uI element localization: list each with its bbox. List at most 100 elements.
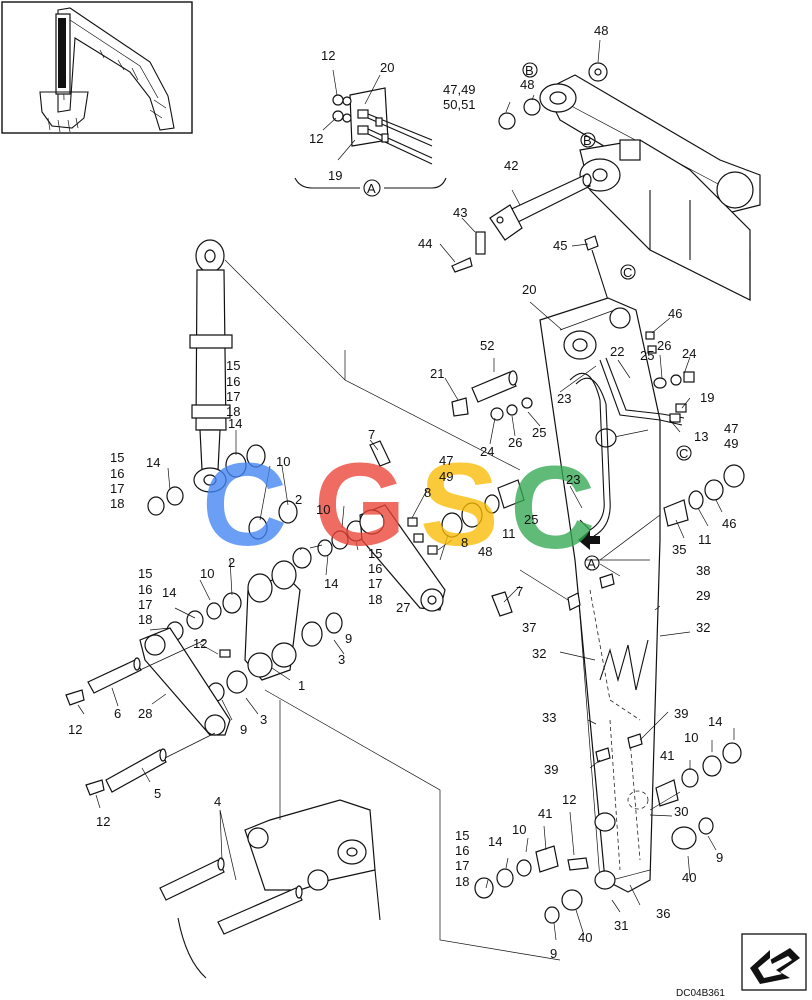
callout-46: 46 — [668, 306, 682, 321]
callout-52: 52 — [480, 338, 494, 353]
detail-marker-a: A — [367, 181, 376, 196]
callout-41: 41 — [538, 806, 552, 821]
callout-39: 39 — [674, 706, 688, 721]
callout-18: 18 — [226, 404, 240, 419]
callout-39: 39 — [544, 762, 558, 777]
callout-10: 10 — [512, 822, 526, 837]
ref-mark-a: A — [587, 556, 596, 571]
callout-14: 14 — [146, 455, 160, 470]
callout-3: 3 — [260, 712, 267, 727]
callout-18: 18 — [368, 592, 382, 607]
callout-36: 36 — [656, 906, 670, 921]
callout-7: 7 — [516, 584, 523, 599]
watermark-letter: C — [202, 439, 287, 571]
callout-32: 32 — [532, 646, 546, 661]
callout-16: 16 — [138, 582, 152, 597]
arm-tip-washers — [474, 464, 745, 924]
callout-20: 20 — [522, 282, 536, 297]
callout-32: 32 — [696, 620, 710, 635]
callout-15: 15 — [226, 358, 240, 373]
detail-a-hose-fitting — [294, 69, 447, 197]
callout-5: 5 — [154, 786, 161, 801]
callout-15: 15 — [110, 450, 124, 465]
callout-14: 14 — [228, 416, 242, 431]
callout-26: 26 — [657, 338, 671, 353]
callout-27: 27 — [396, 600, 410, 615]
callout-23: 23 — [566, 472, 580, 487]
callout-44: 44 — [418, 236, 432, 251]
callout-16: 16 — [455, 843, 469, 858]
callout-12: 12 — [309, 131, 323, 146]
cylinder-rod-washers — [147, 444, 298, 540]
callout-15: 15 — [138, 566, 152, 581]
callout-9: 9 — [240, 722, 247, 737]
callout-12: 12 — [68, 722, 82, 737]
callout-15: 15 — [455, 828, 469, 843]
callout-15: 15 — [368, 546, 382, 561]
callout-9: 9 — [345, 631, 352, 646]
callout-17: 17 — [110, 481, 124, 496]
callout-10: 10 — [684, 730, 698, 745]
callout-1: 1 — [298, 678, 305, 693]
callout-33: 33 — [542, 710, 556, 725]
drawing-code: DC04B361 — [676, 988, 725, 999]
callout-18: 18 — [110, 496, 124, 511]
callout-45: 45 — [553, 238, 567, 253]
reference-letters: A B B C C A — [367, 63, 688, 571]
callout-7: 7 — [368, 427, 375, 442]
callout-22: 22 — [610, 344, 624, 359]
callout-40: 40 — [682, 870, 696, 885]
callout-25: 25 — [532, 425, 546, 440]
arm-stick — [539, 297, 685, 893]
leader-lines — [77, 39, 735, 941]
callout-11: 11 — [502, 526, 516, 541]
callout-20: 20 — [380, 60, 394, 75]
callout-30: 30 — [674, 804, 688, 819]
ref-mark-c: B — [583, 133, 592, 148]
watermark-letter: C — [510, 442, 595, 574]
callout-18: 18 — [138, 612, 152, 627]
callout-28: 28 — [138, 706, 152, 721]
callout-48: 48 — [520, 77, 534, 92]
callout-12: 12 — [193, 636, 207, 651]
callout-41: 41 — [660, 748, 674, 763]
callout-47: 47 — [439, 453, 453, 468]
callout-14: 14 — [488, 834, 502, 849]
callout-31: 31 — [614, 918, 628, 933]
callout-46: 46 — [722, 516, 736, 531]
callout-12: 12 — [562, 792, 576, 807]
watermark-letter: S — [420, 439, 499, 571]
pin-42-assembly — [451, 173, 609, 301]
callout-17: 17 — [368, 576, 382, 591]
callout-labels: 12 20 12 19 48 47,49 50,51 48 42 43 44 4… — [68, 23, 738, 961]
callout-12: 12 — [96, 814, 110, 829]
callout-17: 17 — [455, 858, 469, 873]
arm-head-fittings — [645, 331, 695, 423]
callout-38: 38 — [696, 563, 710, 578]
callout-9: 9 — [550, 946, 557, 961]
orientation-arrow-icon — [741, 933, 807, 991]
callout-9: 9 — [716, 850, 723, 865]
callout-6: 6 — [114, 706, 121, 721]
callout-37: 37 — [522, 620, 536, 635]
callout-48: 48 — [594, 23, 608, 38]
callout-24: 24 — [682, 346, 696, 361]
callout-50-51: 50,51 — [443, 97, 476, 112]
arm-link-27 — [359, 440, 525, 617]
ref-mark-c: C — [679, 446, 688, 461]
callout-19: 19 — [328, 168, 342, 183]
bucket-link-1 — [166, 520, 366, 702]
callout-43: 43 — [453, 205, 467, 220]
callout-25: 25 — [524, 512, 538, 527]
callout-17: 17 — [226, 389, 240, 404]
callout-2: 2 — [295, 492, 302, 507]
callout-24: 24 — [480, 444, 494, 459]
watermark-letter: G — [314, 439, 406, 571]
callout-16: 16 — [110, 466, 124, 481]
boom-upper-section — [498, 62, 761, 301]
bucket-cylinder — [189, 239, 521, 493]
callout-10: 10 — [276, 454, 290, 469]
callout-10: 10 — [200, 566, 214, 581]
